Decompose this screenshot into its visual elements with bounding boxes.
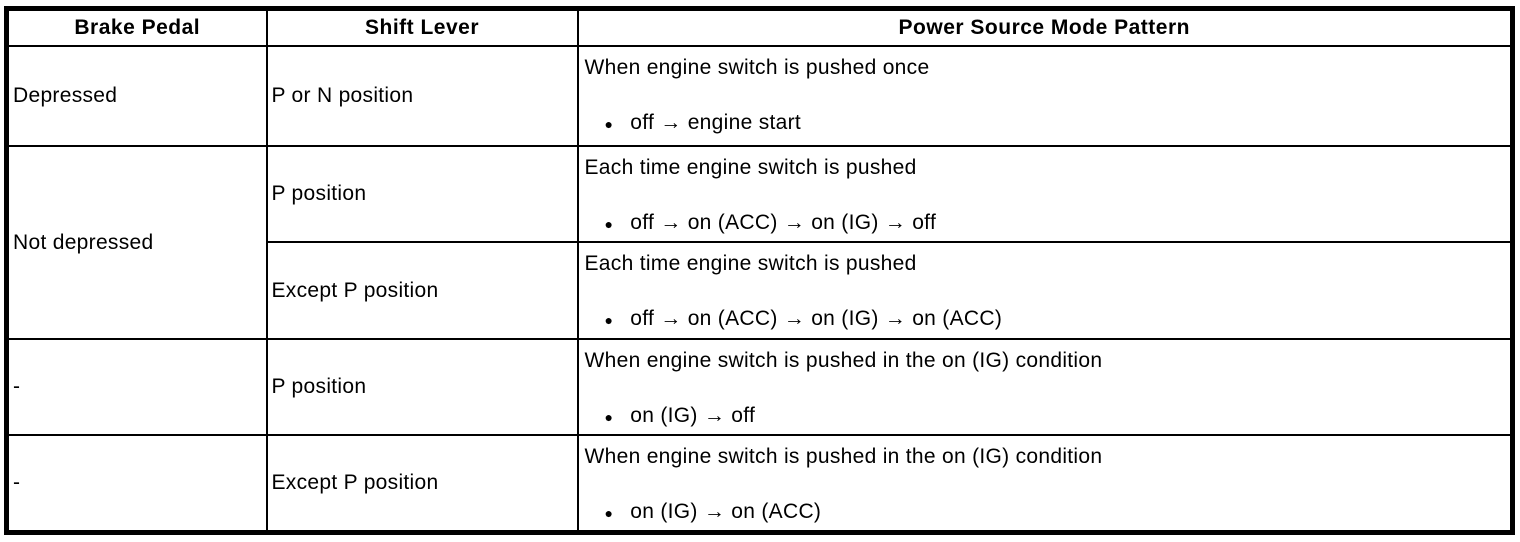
table-row: - Except P position When engine switch i… [5, 434, 1514, 534]
pattern-cell: When engine switch is pushed once ● off … [576, 45, 1514, 147]
pattern-bullet-row: ● off → on (ACC) → on (IG) → on (ACC) [585, 307, 1503, 331]
column-header-power-source-mode-pattern: Power Source Mode Pattern [576, 7, 1514, 47]
brake-pedal-cell: Depressed [5, 45, 268, 147]
bullet-icon: ● [604, 116, 614, 132]
shift-lever-cell: P or N position [265, 45, 579, 147]
document-page: Brake Pedal Shift Lever Power Source Mod… [4, 6, 1515, 535]
pattern-bullet-text: on (IG) → on (ACC) [630, 500, 822, 523]
brake-pedal-cell: Not depressed [5, 145, 268, 340]
pattern-bullet-row: ● on (IG) → on (ACC) [585, 500, 1503, 524]
bullet-icon: ● [604, 505, 614, 521]
table-row: - P position When engine switch is pushe… [5, 338, 1514, 436]
table-row: Depressed P or N position When engine sw… [5, 45, 1514, 147]
column-header-brake-pedal: Brake Pedal [5, 7, 268, 47]
shift-lever-cell: P position [265, 338, 579, 436]
shift-lever-cell: Except P position [265, 434, 579, 534]
pattern-bullet-row: ● on (IG) → off [585, 404, 1503, 428]
bullet-icon: ● [604, 216, 614, 232]
shift-lever-cell: Except P position [265, 241, 579, 340]
shift-lever-cell: P position [265, 145, 579, 243]
pattern-heading: Each time engine switch is pushed [584, 156, 917, 179]
pattern-cell: When engine switch is pushed in the on (… [576, 338, 1514, 436]
pattern-bullet-row: ● off → engine start [585, 111, 1503, 135]
pattern-bullet-text: off → engine start [630, 111, 802, 134]
power-source-mode-table: Brake Pedal Shift Lever Power Source Mod… [4, 6, 1515, 535]
pattern-cell: Each time engine switch is pushed ● off … [576, 241, 1514, 340]
pattern-cell: When engine switch is pushed in the on (… [576, 434, 1514, 534]
pattern-heading: When engine switch is pushed once [584, 56, 930, 79]
table-row: Not depressed P position Each time engin… [5, 145, 1514, 340]
header-row: Brake Pedal Shift Lever Power Source Mod… [5, 7, 1514, 47]
brake-pedal-cell: - [5, 434, 268, 534]
pattern-cell: Each time engine switch is pushed ● off … [576, 145, 1514, 243]
pattern-heading: When engine switch is pushed in the on (… [584, 349, 1103, 372]
pattern-bullet-text: off → on (ACC) → on (IG) → on (ACC) [630, 307, 1003, 330]
pattern-heading: When engine switch is pushed in the on (… [584, 445, 1103, 468]
bullet-icon: ● [604, 409, 614, 425]
pattern-bullet-text: on (IG) → off [630, 404, 756, 427]
column-header-shift-lever: Shift Lever [265, 7, 579, 47]
pattern-bullet-row: ● off → on (ACC) → on (IG) → off [585, 211, 1503, 235]
pattern-bullet-text: off → on (ACC) → on (IG) → off [630, 211, 937, 234]
pattern-heading: Each time engine switch is pushed [584, 252, 917, 275]
table-row: Except P position Each time engine switc… [7, 241, 1514, 340]
bullet-icon: ● [604, 312, 614, 328]
brake-pedal-cell: - [5, 338, 268, 436]
